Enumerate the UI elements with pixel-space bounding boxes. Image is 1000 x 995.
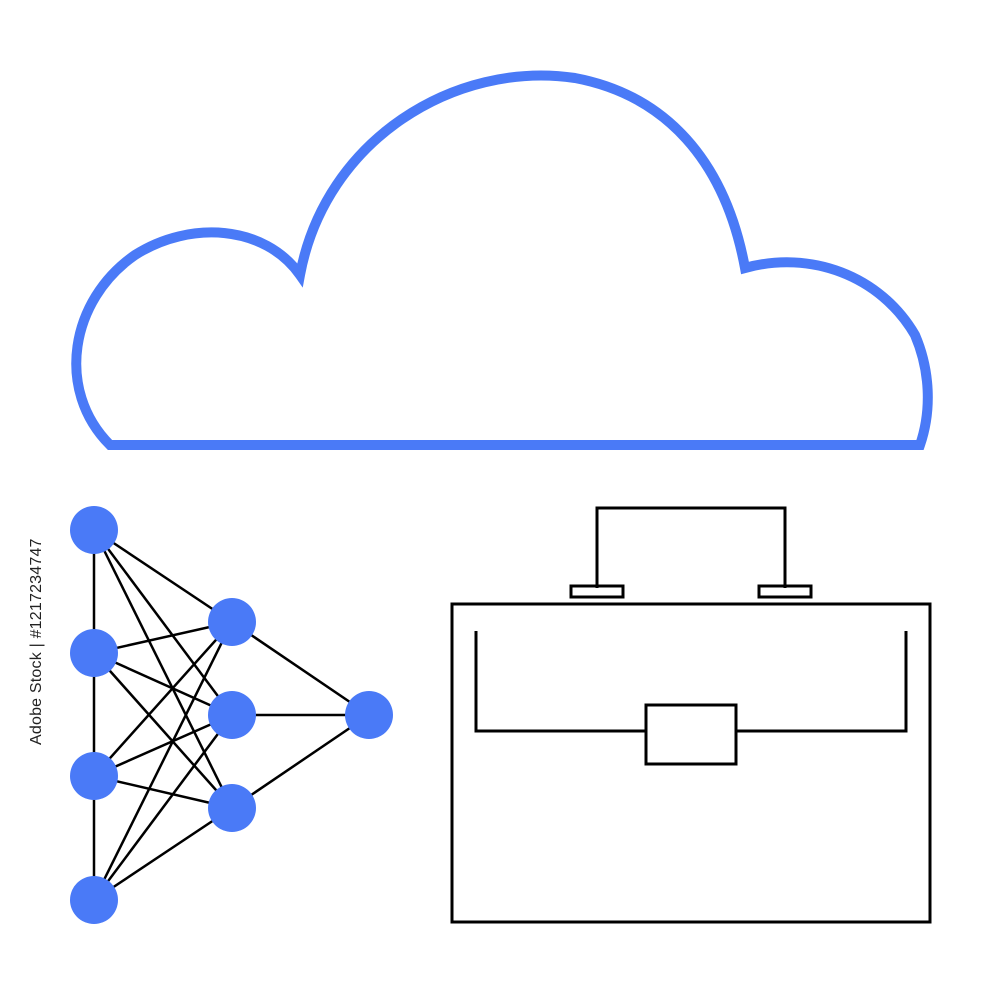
- network-nodes: [70, 506, 393, 924]
- input-node-2: [70, 629, 118, 677]
- briefcase-icon: [450, 506, 932, 924]
- briefcase-handle-mount-left: [569, 584, 625, 599]
- input-node-4: [70, 876, 118, 924]
- input-node-1: [70, 506, 118, 554]
- briefcase-handle-mount-right: [757, 584, 813, 599]
- hidden-node-1: [208, 598, 256, 646]
- output-node: [345, 691, 393, 739]
- network-connections: [92, 528, 370, 902]
- briefcase-body: [450, 602, 932, 924]
- input-node-3: [70, 752, 118, 800]
- briefcase-handle: [595, 506, 787, 588]
- neural-network-icon: [70, 506, 393, 924]
- briefcase-clasp: [644, 703, 738, 766]
- hidden-node-3: [208, 784, 256, 832]
- hidden-node-2: [208, 691, 256, 739]
- cloud-outline: [71, 70, 933, 450]
- cloud-icon: [71, 70, 933, 450]
- stock-id-text: Adobe Stock | #1217234747: [28, 538, 45, 745]
